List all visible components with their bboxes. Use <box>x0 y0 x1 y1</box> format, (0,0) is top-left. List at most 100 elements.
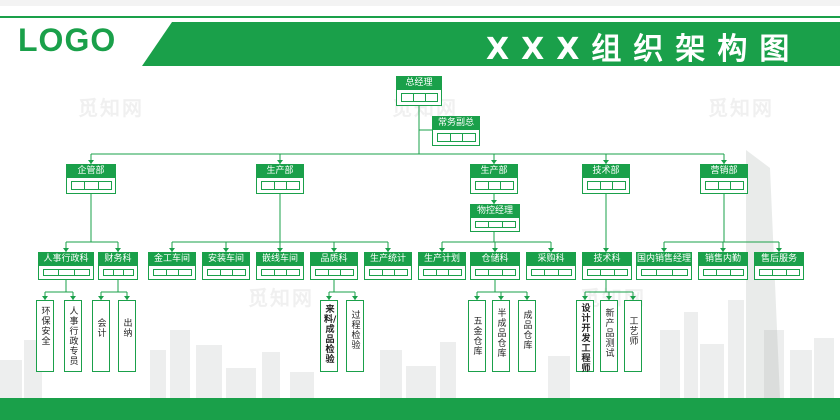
leaf-label: 成品仓库 <box>523 311 533 351</box>
node-section: 国内销售经理 <box>636 252 692 280</box>
node-label: 生产统计 <box>365 253 411 266</box>
node-slots <box>103 269 134 276</box>
building-silhouette <box>790 350 812 398</box>
arrow-head <box>720 248 726 252</box>
building-silhouette <box>380 350 402 398</box>
arrow-head <box>524 296 530 300</box>
page-title: XXX组织架构图 <box>486 32 802 67</box>
arrow-head <box>661 248 667 252</box>
arrow-head <box>169 248 175 252</box>
leaf-unit: 成品仓库 <box>518 300 536 372</box>
arrow-head <box>70 296 76 300</box>
arrow-head <box>582 296 588 300</box>
leaf-unit: 工艺师 <box>624 300 642 372</box>
node-dept-sales: 营销部 <box>700 164 748 194</box>
title-banner <box>142 22 840 66</box>
node-label: 采购科 <box>527 253 575 266</box>
arrow-head <box>352 296 358 300</box>
node-slots <box>587 181 627 190</box>
node-slots <box>207 269 247 276</box>
node-label: 技术部 <box>583 165 629 178</box>
node-slots <box>401 93 438 102</box>
arrow-head <box>63 248 69 252</box>
node-deputy: 常务副总 <box>432 116 480 146</box>
node-section: 品质科 <box>310 252 358 280</box>
node-section: 生产计划 <box>418 252 466 280</box>
node-label: 生产部 <box>471 165 517 178</box>
leaf-label: 人事行政专员 <box>69 307 79 367</box>
top-strip <box>0 0 840 6</box>
arrow-head <box>88 160 94 164</box>
arrow-head <box>331 248 337 252</box>
building-silhouette <box>170 330 190 398</box>
leaf-unit: 五金仓库 <box>468 300 486 372</box>
leaf-label: 出纳 <box>123 319 133 339</box>
node-label: 营销部 <box>701 165 747 178</box>
leaf-unit: 出纳 <box>118 300 136 372</box>
node-label: 仓储科 <box>471 253 519 266</box>
leaf-unit: 人事行政专员 <box>64 300 82 372</box>
node-section: 财务科 <box>98 252 138 280</box>
arrow-head <box>326 296 332 300</box>
arrow-head <box>98 296 104 300</box>
arrow-head <box>277 160 283 164</box>
node-slots <box>153 269 193 276</box>
node-label: 人事行政科 <box>39 253 93 266</box>
node-label: 财务科 <box>99 253 137 266</box>
node-label: 销售内勤 <box>699 253 747 266</box>
node-section: 仓储科 <box>470 252 520 280</box>
node-label: 国内销售经理 <box>637 253 692 266</box>
node-dept-production: 生产部 <box>256 164 304 194</box>
arrow-head <box>603 160 609 164</box>
leaf-unit: 半成品仓库 <box>492 300 510 372</box>
node-slots <box>71 181 112 190</box>
node-label: 售后服务 <box>755 253 803 266</box>
arrow-head <box>115 248 121 252</box>
building-silhouette <box>290 372 314 398</box>
arrow-head <box>548 248 554 252</box>
building-silhouette <box>814 338 834 398</box>
building-silhouette <box>406 366 436 398</box>
node-ceo: 总经理 <box>396 76 442 106</box>
node-slots <box>531 269 572 276</box>
node-section: 售后服务 <box>754 252 804 280</box>
arrow-head <box>474 296 480 300</box>
node-slots <box>315 269 355 276</box>
arrow-head <box>603 248 609 252</box>
node-section: 安装车间 <box>202 252 250 280</box>
node-slots <box>261 181 301 190</box>
leaf-label: 工艺师 <box>629 317 639 347</box>
building-silhouette <box>660 330 680 398</box>
leaf-label: 过程检验 <box>351 311 361 351</box>
header-rule-top <box>0 16 840 18</box>
building-silhouette <box>150 350 166 398</box>
node-label: 生产计划 <box>419 253 465 266</box>
building-silhouette <box>0 360 22 398</box>
arrow-head <box>721 160 727 164</box>
arrow-head <box>491 200 497 204</box>
arrow-head <box>492 248 498 252</box>
node-label: 物控经理 <box>471 205 519 218</box>
leaf-label: 来料/成品检验 <box>324 305 337 365</box>
arrow-head <box>630 296 636 300</box>
building-silhouette <box>684 312 698 398</box>
node-material-manager: 物控经理 <box>470 204 520 232</box>
leaf-unit: 新产品测试 <box>600 300 618 372</box>
node-slots <box>475 221 516 228</box>
leaf-label: 五金仓库 <box>473 317 483 357</box>
node-label: 技术科 <box>583 253 631 266</box>
arrow-head <box>606 296 612 300</box>
node-section: 人事行政科 <box>38 252 94 280</box>
footer-bar <box>0 398 840 420</box>
arrow-head <box>42 296 48 300</box>
node-label: 生产部 <box>257 165 303 178</box>
node-slots <box>43 269 90 276</box>
node-slots <box>475 269 516 276</box>
node-slots <box>759 269 800 276</box>
watermark: 觅知网 <box>708 96 774 120</box>
node-section: 销售内勤 <box>698 252 748 280</box>
watermark: 觅知网 <box>248 286 314 310</box>
node-section: 生产统计 <box>364 252 412 280</box>
leaf-label: 会计 <box>97 319 107 339</box>
